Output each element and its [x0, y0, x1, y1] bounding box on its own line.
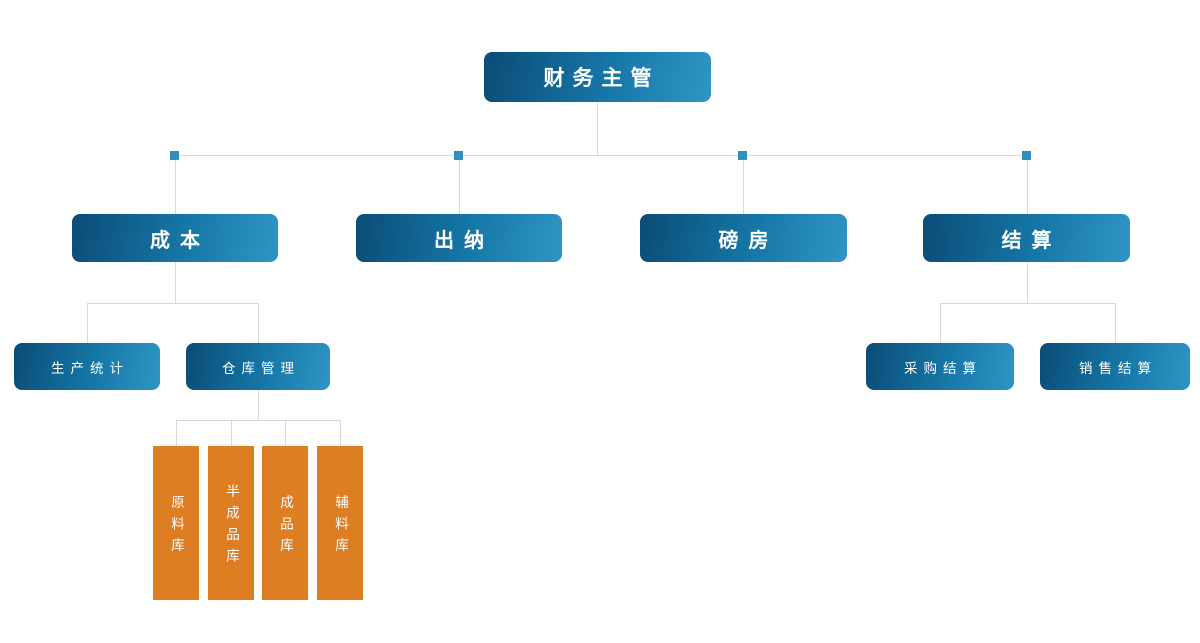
junction-marker-weighbridge	[738, 151, 747, 160]
node-raw-material-warehouse: 原料库	[153, 446, 199, 600]
node-finished-goods-warehouse: 成品库	[262, 446, 308, 600]
node-cost: 成本	[72, 214, 278, 262]
connector-level1-horizontal	[175, 155, 1027, 156]
connector-drop-settlement	[1027, 156, 1028, 214]
connector-drop-sales-settlement	[1115, 303, 1116, 343]
node-label: 采购结算	[904, 360, 982, 377]
node-label: 出纳	[434, 227, 494, 252]
node-purchase-settlement: 采购结算	[866, 343, 1014, 390]
node-label: 半成品库	[223, 484, 239, 570]
node-weighbridge: 磅房	[640, 214, 847, 262]
node-label: 磅房	[718, 227, 779, 252]
connector-drop-semi-finished	[231, 420, 232, 446]
connector-settlement-drop	[1027, 262, 1028, 303]
node-cashier: 出纳	[356, 214, 562, 262]
junction-marker-cost	[170, 151, 179, 160]
junction-marker-cashier	[454, 151, 463, 160]
node-label: 结算	[1001, 227, 1062, 252]
node-finance-supervisor: 财务主管	[484, 52, 711, 102]
node-label: 财务主管	[543, 66, 660, 90]
connector-drop-weighbridge	[743, 156, 744, 214]
connector-cost-drop	[175, 262, 176, 303]
node-label: 成品库	[277, 494, 293, 560]
connector-settlement-horizontal	[940, 303, 1115, 304]
node-auxiliary-material-warehouse: 辅料库	[317, 446, 363, 600]
connector-drop-auxiliary-material	[340, 420, 341, 446]
node-label: 生产统计	[51, 360, 129, 377]
node-label: 销售结算	[1079, 360, 1157, 377]
node-label: 成本	[150, 227, 210, 252]
node-warehouse-mgmt: 仓库管理	[186, 343, 330, 390]
junction-marker-settlement	[1022, 151, 1031, 160]
connector-drop-cost	[175, 156, 176, 214]
node-label: 仓库管理	[222, 360, 300, 377]
node-semi-finished-warehouse: 半成品库	[208, 446, 254, 600]
connector-cost-horizontal	[87, 303, 258, 304]
connector-drop-production-stats	[87, 303, 88, 343]
node-settlement: 结算	[923, 214, 1130, 262]
connector-warehouse-horizontal	[176, 420, 340, 421]
connector-warehouse-drop	[258, 390, 259, 420]
node-label: 原料库	[168, 494, 184, 560]
connector-drop-cashier	[459, 156, 460, 214]
connector-drop-warehouse-mgmt	[258, 303, 259, 343]
node-label: 辅料库	[332, 494, 348, 560]
node-sales-settlement: 销售结算	[1040, 343, 1190, 390]
connector-drop-purchase-settlement	[940, 303, 941, 343]
connector-drop-finished-goods	[285, 420, 286, 446]
connector-drop-raw-material	[176, 420, 177, 446]
node-production-stats: 生产统计	[14, 343, 160, 390]
connector-root-drop	[597, 102, 598, 155]
